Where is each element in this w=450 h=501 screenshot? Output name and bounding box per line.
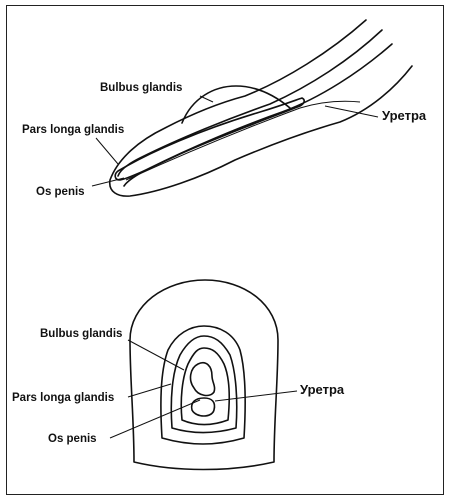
top-outer-outline <box>108 19 413 197</box>
cross-label-bulbus: Bulbus glandis <box>40 328 122 340</box>
cross-bulbus-pointer <box>127 339 185 371</box>
top-label-urethra: Уретра <box>382 108 427 123</box>
top-pars-longa-pointer <box>95 137 119 165</box>
cross-outer-outline <box>129 279 279 471</box>
cross-urethra <box>190 397 216 417</box>
top-os-penis-pointer <box>91 177 125 187</box>
top-urethra-pointer <box>324 105 379 118</box>
top-os-penis <box>114 97 305 181</box>
top-label-bulbus: Bulbus glandis <box>100 82 182 94</box>
cross-section: Bulbus glandis Pars longa glandis Os pen… <box>12 279 345 471</box>
top-urethra-line <box>125 100 361 181</box>
top-bulbus-pointer <box>199 95 214 103</box>
cross-pars-longa-pointer <box>127 383 172 398</box>
cross-label-urethra: Уретра <box>300 382 345 397</box>
cross-label-pars-longa: Pars longa glandis <box>12 392 114 404</box>
cross-urethra-pointer <box>214 390 298 402</box>
cross-label-os-penis: Os penis <box>48 433 97 445</box>
top-inner-lower <box>123 43 393 187</box>
cross-pars-longa-outer <box>170 335 238 434</box>
cross-os-penis <box>189 361 216 397</box>
top-label-pars-longa: Pars longa glandis <box>22 124 124 136</box>
cross-bulbus-ring <box>160 325 246 445</box>
longitudinal-section: Bulbus glandis Pars longa glandis Os pen… <box>22 19 427 198</box>
cross-os-penis-pointer <box>109 399 201 439</box>
top-label-os-penis: Os penis <box>36 186 85 198</box>
top-bulbus-dome <box>181 85 291 124</box>
cross-pars-longa-inner <box>180 347 230 426</box>
